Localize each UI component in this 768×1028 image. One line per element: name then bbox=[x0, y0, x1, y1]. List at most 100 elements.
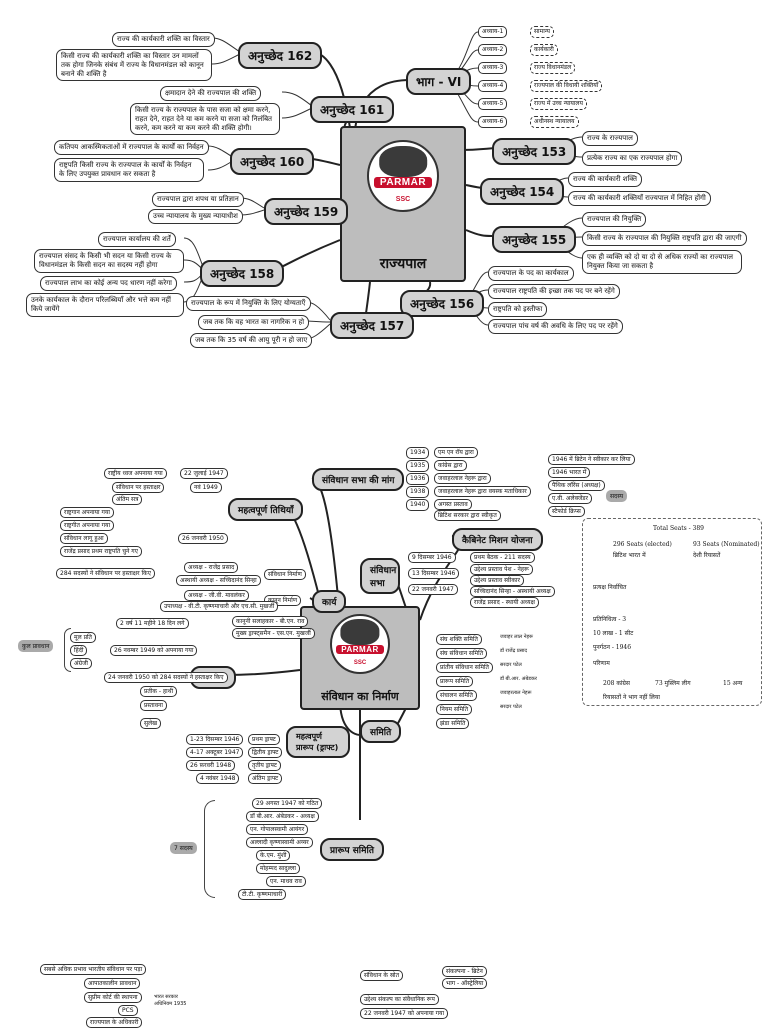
logo-sub: SSC bbox=[353, 660, 367, 667]
article-155-leaf: राज्यपाल की नियुक्ति bbox=[582, 212, 647, 227]
dates-leaf: राष्ट्रगान अपनाया गया bbox=[60, 507, 114, 519]
note-line: रियासतों ने भाग नहीं लिया bbox=[603, 694, 660, 701]
important-dates-node: महत्वपूर्ण तिथियाँ bbox=[228, 498, 304, 521]
chapter-label: अध्याय-2 bbox=[478, 44, 508, 56]
assembly-leaf: उद्देश्य प्रस्ताव स्वीकार bbox=[470, 575, 524, 587]
dates-leaf: राजेंद्र प्रसाद प्रथम राष्ट्रपति चुने गए bbox=[60, 546, 142, 558]
dates-leaf: अंतिम सत्र bbox=[112, 494, 143, 506]
article-159-leaf: राज्यपाल द्वारा शपथ या प्रतिज्ञान bbox=[152, 192, 244, 207]
source-leaf: आपातकालीन प्रावधान bbox=[84, 978, 141, 990]
demand-node: संविधान सभा की मांग bbox=[312, 468, 405, 491]
article-160-leaf: राष्ट्रपति किसी राज्य के राज्यपाल के कार… bbox=[54, 158, 204, 182]
article-157-leaf: राज्यपाल के रूप में नियुक्ति के लिए योग्… bbox=[186, 296, 311, 311]
functions-leaf: अध्यक्ष - जी.वी. मावलंकर bbox=[184, 590, 249, 602]
date-box: नवं 1949 bbox=[190, 482, 222, 494]
provisions-tag: कुल प्रावधान bbox=[18, 640, 54, 652]
chapter-label: अध्याय-1 bbox=[478, 26, 508, 38]
dates-leaf: 284 सदस्यों ने संविधान पर हस्ताक्षर किए bbox=[56, 568, 155, 580]
chapter-text: कार्यकारी bbox=[530, 44, 558, 56]
demand-leaf: ब्रिटिश सरकार द्वारा स्वीकृत bbox=[434, 510, 501, 522]
draft-date: 4 नवंबर 1948 bbox=[196, 773, 240, 785]
logo-word: PARMAR bbox=[374, 177, 432, 189]
draft-leaf: अंतिम ड्राफ्ट bbox=[248, 773, 283, 785]
article-154-leaf: राज्य की कार्यकारी शक्ति bbox=[568, 172, 643, 187]
article-162-leaf: किसी राज्य की कार्यकारी शक्ति का विस्तार… bbox=[56, 49, 212, 82]
note-line: 15 अन्य bbox=[723, 680, 743, 687]
article-156-leaf: राज्यपाल पांच वर्ष की अवधि के लिए पद पर … bbox=[488, 319, 623, 334]
chapter-label: अध्याय-6 bbox=[478, 116, 508, 128]
drafting-leaf: मोहम्मद सादुल्ला bbox=[256, 863, 300, 875]
year-box: 1940 bbox=[406, 499, 430, 511]
constitution-leaf: मूल प्रति bbox=[70, 632, 96, 644]
constitution-leaf: 24 जनवरी 1950 को 284 सदस्यों ने हस्ताक्ष… bbox=[104, 672, 228, 684]
governor-hub: PARMAR SSC राज्यपाल bbox=[340, 126, 466, 282]
committee-leaf: प्रांतीय संविधान समिति bbox=[436, 662, 493, 674]
draft-date: 26 फ़रवरी 1948 bbox=[186, 760, 236, 772]
article-156-node: अनुच्छेद 156 bbox=[400, 290, 485, 317]
functions-node: कार्य bbox=[312, 590, 347, 613]
assembly-date: 22 जनवरी 1947 bbox=[408, 584, 458, 596]
article-160-node: अनुच्छेद 160 bbox=[230, 148, 315, 175]
article-156-leaf: राज्यपाल के पद का कार्यकाल bbox=[488, 266, 574, 281]
article-156-leaf: राष्ट्रपति को इस्तीफा bbox=[488, 302, 548, 317]
lion-icon bbox=[379, 146, 427, 178]
cabinet-leaf: ए.वी. अलेक्जेंडर bbox=[548, 493, 592, 505]
date-box: 26 जनवरी 1950 bbox=[178, 533, 228, 545]
drafting-leaf: अल्लादी कृष्णास्वामी अय्यर bbox=[246, 837, 313, 849]
article-154-node: अनुच्छेद 154 bbox=[480, 178, 565, 205]
source-leaf: संकल्पना - ब्रिटेन bbox=[442, 966, 487, 978]
dates-leaf: संविधान लागू हुआ bbox=[60, 533, 108, 545]
committee-person: जवाहर लाल नेहरू bbox=[500, 634, 534, 640]
functions-leaf: कानूनी सलाहकार - बी.एन. राव bbox=[232, 616, 309, 628]
article-153-leaf: राज्य के राज्यपाल bbox=[582, 131, 638, 146]
act-label: अधिनियम 1935 bbox=[154, 1001, 187, 1007]
article-158-leaf: उनके कार्यकाल के दौरान परिलब्धियाँ और भत… bbox=[26, 293, 184, 317]
demand-leaf: अगस्त प्रस्ताव bbox=[434, 499, 472, 511]
article-155-leaf: किसी राज्य के राज्यपाल की नियुक्ति राष्ट… bbox=[582, 231, 747, 246]
members-tag: सदस्य bbox=[606, 490, 628, 502]
functions-leaf: अस्थायी अध्यक्ष - सच्चिदानंद सिन्हा bbox=[176, 575, 261, 587]
source-leaf: 22 जनवरी 1947 को अपनाया गया bbox=[360, 1008, 449, 1020]
note-line: 296 Seats (elected) bbox=[613, 541, 672, 548]
lion-icon bbox=[340, 619, 380, 646]
demand-leaf: कांग्रेस द्वारा bbox=[434, 460, 467, 472]
functions-leaf: संविधान निर्माण bbox=[264, 569, 306, 581]
dates-leaf: राष्ट्रगीत अपनाया गया bbox=[60, 520, 115, 532]
year-box: 1934 bbox=[406, 447, 430, 459]
note-line: प्रतिनिधित्व - 3 bbox=[593, 616, 627, 623]
cabinet-leaf: 1946 में ब्रिटेन ने स्वीकार कर लिया bbox=[548, 454, 635, 466]
chapter-text: राज्य में उच्च न्यायालय bbox=[530, 98, 587, 110]
committee-person: सरदार पटेल bbox=[500, 662, 522, 668]
constitution-hub-title: संविधान का निर्माण bbox=[321, 690, 399, 704]
constitution-leaf: हिंदी bbox=[70, 645, 88, 657]
source-leaf: सबसे अधिक प्रभाव भारतीय संविधान पर पड़ा bbox=[40, 964, 147, 976]
assembly-node: संविधान सभा bbox=[360, 558, 400, 594]
article-158-leaf: राज्यपाल कार्यालय की शर्तें bbox=[98, 232, 176, 247]
note-title: Total Seats - 389 bbox=[653, 525, 704, 532]
functions-leaf: मुख्य ड्राफ्ट्समैन - एस.एन. मुखर्जी bbox=[232, 628, 315, 640]
committee-person: जवाहरलाल नेहरू bbox=[500, 690, 532, 696]
article-153-node: अनुच्छेद 153 bbox=[492, 138, 577, 165]
assembly-leaf: उद्देश्य प्रस्ताव पेश - नेहरू bbox=[470, 564, 533, 576]
dates-leaf: संविधान पर हस्ताक्षर bbox=[112, 482, 165, 494]
article-162-leaf: राज्य की कार्यकारी शक्ति का विस्तार bbox=[112, 32, 215, 47]
brace bbox=[204, 800, 215, 898]
source-leaf: PCS bbox=[118, 1005, 138, 1017]
constitution-leaf: प्रस्तावना bbox=[140, 700, 167, 712]
drafting-leaf: डॉ बी.आर. अंबेडकर - अध्यक्ष bbox=[246, 811, 319, 823]
parmar-ssc-logo: PARMAR SSC bbox=[330, 614, 390, 674]
logo-sub: SSC bbox=[395, 196, 411, 204]
committee-person: डॉ राजेंद्र प्रसाद bbox=[500, 648, 528, 654]
committee-person: डॉ बी.आर. अंबेडकर bbox=[500, 676, 537, 682]
chapter-label: अध्याय-5 bbox=[478, 98, 508, 110]
act-label: भारत सरकार bbox=[154, 994, 178, 1000]
article-155-leaf: एक ही व्यक्ति को दो या दो से अधिक राज्यो… bbox=[582, 250, 742, 274]
article-159-leaf: उच्च न्यायालय के मुख्य न्यायाधीश bbox=[148, 209, 243, 224]
assembly-date: 9 दिसम्बर 1946 bbox=[408, 552, 456, 564]
article-155-node: अनुच्छेद 155 bbox=[492, 226, 577, 253]
year-box: 1936 bbox=[406, 473, 430, 485]
demand-leaf: जवाहरलाल नेहरू द्वारा bbox=[434, 473, 491, 485]
committee-leaf: प्रारूप समिति bbox=[436, 676, 474, 688]
drafting-leaf: टी.टी. कृष्णमाचारी bbox=[238, 889, 287, 901]
draft-date: 4-17 अक्टूबर 1947 bbox=[186, 747, 244, 759]
